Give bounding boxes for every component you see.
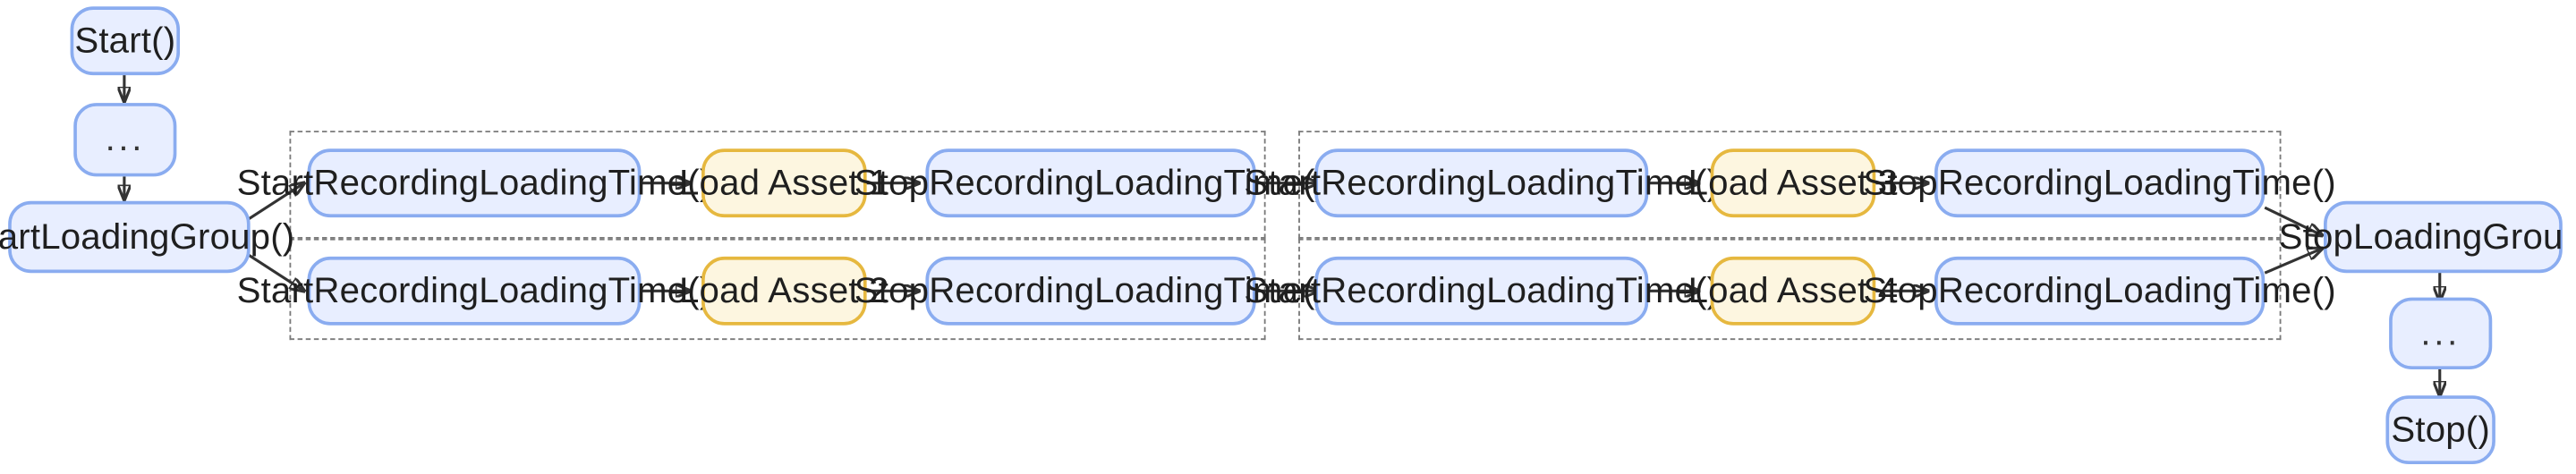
node-c3-stop-recording[interactable]: StopRecordingLoadingTime() — [1863, 148, 2336, 218]
node-c3-start-recording[interactable]: StartRecordingLoadingTime() — [1244, 148, 1719, 218]
node-c4-stop-recording[interactable]: StopRecordingLoadingTime() — [1863, 256, 2336, 326]
node-stop[interactable]: Stop() — [2385, 395, 2495, 465]
cluster-row2-col2 — [1298, 238, 2282, 341]
node-c4-load-asset[interactable]: Load Asset 4 — [1688, 256, 1898, 326]
node-c1-load-asset[interactable]: Load Asset 1 — [679, 148, 889, 218]
node-c1-stop-recording[interactable]: StopRecordingLoadingTime() — [854, 148, 1327, 218]
node-stop-loading-group[interactable]: StopLoadingGroup() — [2279, 200, 2564, 274]
cluster-row1-col2 — [1298, 131, 2282, 239]
node-ellipsis-top[interactable]: ... — [73, 103, 177, 177]
node-c2-stop-recording[interactable]: StopRecordingLoadingTime() — [854, 256, 1327, 326]
node-c2-start-recording[interactable]: StartRecordingLoadingTime() — [237, 256, 711, 326]
node-start-loading-group[interactable]: StartLoadingGroup() — [0, 200, 294, 274]
node-start[interactable]: Start() — [70, 6, 181, 76]
node-c4-start-recording[interactable]: StartRecordingLoadingTime() — [1244, 256, 1719, 326]
node-ellipsis-bottom[interactable]: ... — [2389, 297, 2493, 370]
node-c1-start-recording[interactable]: StartRecordingLoadingTime() — [237, 148, 711, 218]
node-c2-load-asset[interactable]: Load Asset 2 — [679, 256, 889, 326]
node-c3-load-asset[interactable]: Load Asset 3 — [1688, 148, 1898, 218]
